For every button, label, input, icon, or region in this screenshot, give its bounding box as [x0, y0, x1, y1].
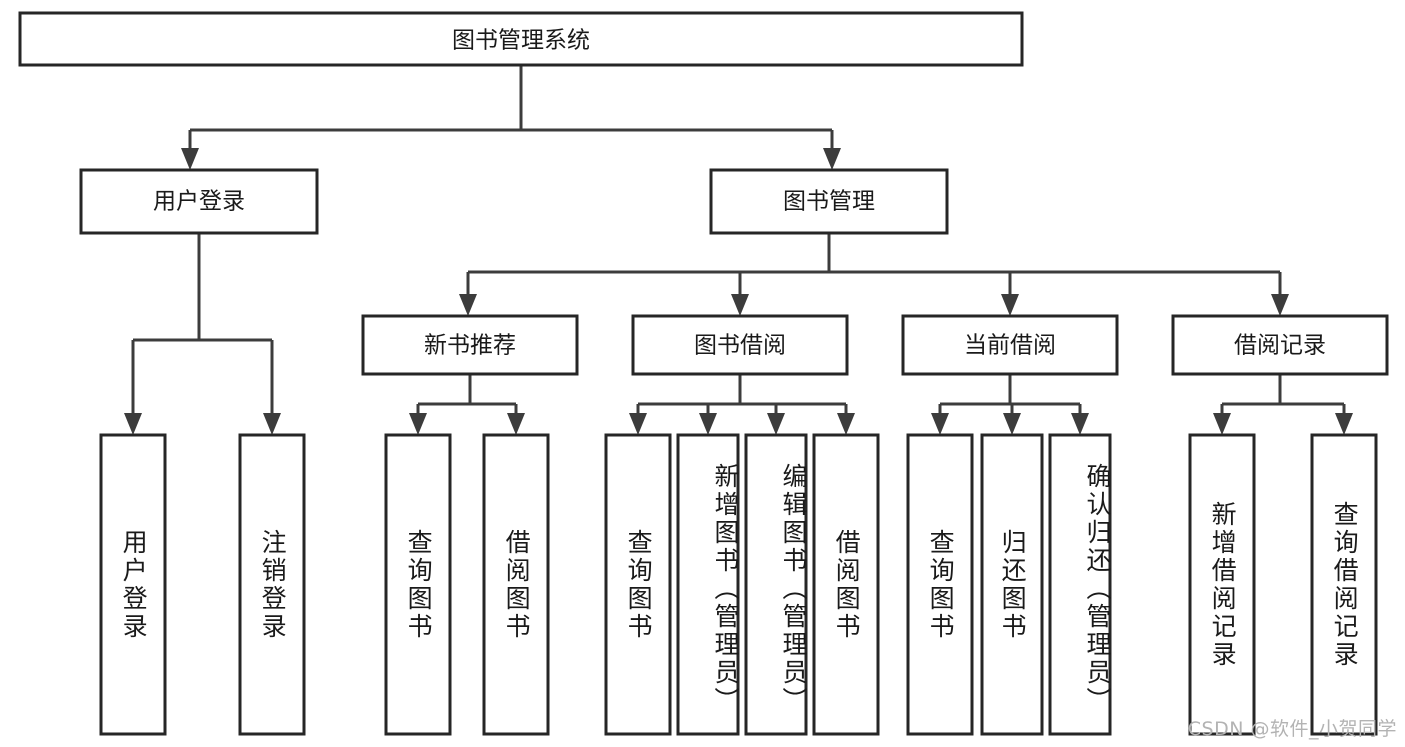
node-new-book-rec-box[interactable]: [361, 314, 579, 376]
arrowhead-new-book-rec: [459, 294, 477, 316]
arrowhead-leaf-user-login: [124, 413, 142, 435]
arrowhead-leaf-edit-book: [767, 413, 785, 435]
connector-new-book-rec-bus: [416, 374, 518, 418]
arrowhead-borrow-record: [1271, 294, 1289, 316]
node-book-manage-box[interactable]: [709, 168, 949, 235]
node-leaf-confirm-return-box[interactable]: [1048, 433, 1112, 736]
node-leaf-query-book-1-box[interactable]: [384, 433, 452, 736]
node-user-login[interactable]: 用户登录: [79, 168, 319, 235]
node-book-borrow-box[interactable]: [631, 314, 849, 376]
connector-layer: [124, 65, 1353, 435]
node-root-box[interactable]: [18, 11, 1024, 67]
arrowhead-book-borrow: [731, 294, 749, 316]
arrowhead-leaf-logout: [263, 413, 281, 435]
node-user-login-box[interactable]: [79, 168, 319, 235]
node-book-borrow-label: 图书借阅: [694, 333, 786, 359]
node-book-manage[interactable]: 图书管理: [709, 168, 949, 235]
node-root[interactable]: 图书管理系统: [18, 11, 1024, 67]
arrowhead-current-borrow: [1001, 294, 1019, 316]
arrowhead-leaf-borrow-book-2: [837, 413, 855, 435]
node-current-borrow[interactable]: 当前借阅: [901, 314, 1119, 376]
node-leaf-add-book-box[interactable]: [676, 433, 740, 736]
node-borrow-record[interactable]: 借阅记录: [1171, 314, 1389, 376]
arrowhead-leaf-query-book-2: [629, 413, 647, 435]
arrowhead-leaf-add-book: [699, 413, 717, 435]
node-borrow-record-label: 借阅记录: [1234, 333, 1326, 359]
connector-book-borrow-bus: [636, 374, 848, 418]
node-leaf-edit-book-box[interactable]: [744, 433, 808, 736]
node-leaf-query-book-3-box[interactable]: [906, 433, 974, 736]
arrowhead-leaf-query-record: [1335, 413, 1353, 435]
node-leaf-logout-box[interactable]: [238, 433, 306, 736]
node-current-borrow-label: 当前借阅: [964, 333, 1056, 359]
connector-book-manage-bus: [466, 233, 1282, 299]
node-leaf-user-login-box[interactable]: [99, 433, 167, 736]
leaf-box-layer: [99, 433, 1378, 736]
node-leaf-borrow-book-1-box[interactable]: [482, 433, 550, 736]
node-new-book-rec-label: 新书推荐: [424, 333, 516, 359]
node-leaf-return-book-box[interactable]: [980, 433, 1044, 736]
arrowhead-leaf-query-book-1: [409, 413, 427, 435]
csdn-watermark: CSDN @软件_小贺同学: [1187, 718, 1397, 740]
connector-root-bus: [188, 65, 834, 153]
node-leaf-borrow-book-2-box[interactable]: [812, 433, 880, 736]
node-book-borrow[interactable]: 图书借阅: [631, 314, 849, 376]
connector-current-borrow-bus: [938, 374, 1082, 418]
node-book-manage-label: 图书管理: [783, 189, 875, 215]
arrowhead-leaf-borrow-book-1: [507, 413, 525, 435]
node-leaf-add-record-box[interactable]: [1188, 433, 1256, 736]
arrowhead-leaf-query-book-3: [931, 413, 949, 435]
connector-user-login-bus: [131, 233, 274, 418]
arrowhead-leaf-return-book: [1003, 413, 1021, 435]
node-borrow-record-box[interactable]: [1171, 314, 1389, 376]
node-root-label: 图书管理系统: [452, 28, 590, 54]
node-leaf-query-book-2-box[interactable]: [604, 433, 672, 736]
arrowhead-user-login: [181, 148, 199, 170]
node-current-borrow-box[interactable]: [901, 314, 1119, 376]
node-new-book-rec[interactable]: 新书推荐: [361, 314, 579, 376]
node-user-login-label: 用户登录: [153, 189, 245, 215]
arrowhead-book-manage: [823, 148, 841, 170]
connector-borrow-record-bus: [1220, 374, 1346, 418]
node-leaf-query-record-box[interactable]: [1310, 433, 1378, 736]
arrowhead-leaf-add-record: [1213, 413, 1231, 435]
arrowhead-leaf-confirm-return: [1071, 413, 1089, 435]
